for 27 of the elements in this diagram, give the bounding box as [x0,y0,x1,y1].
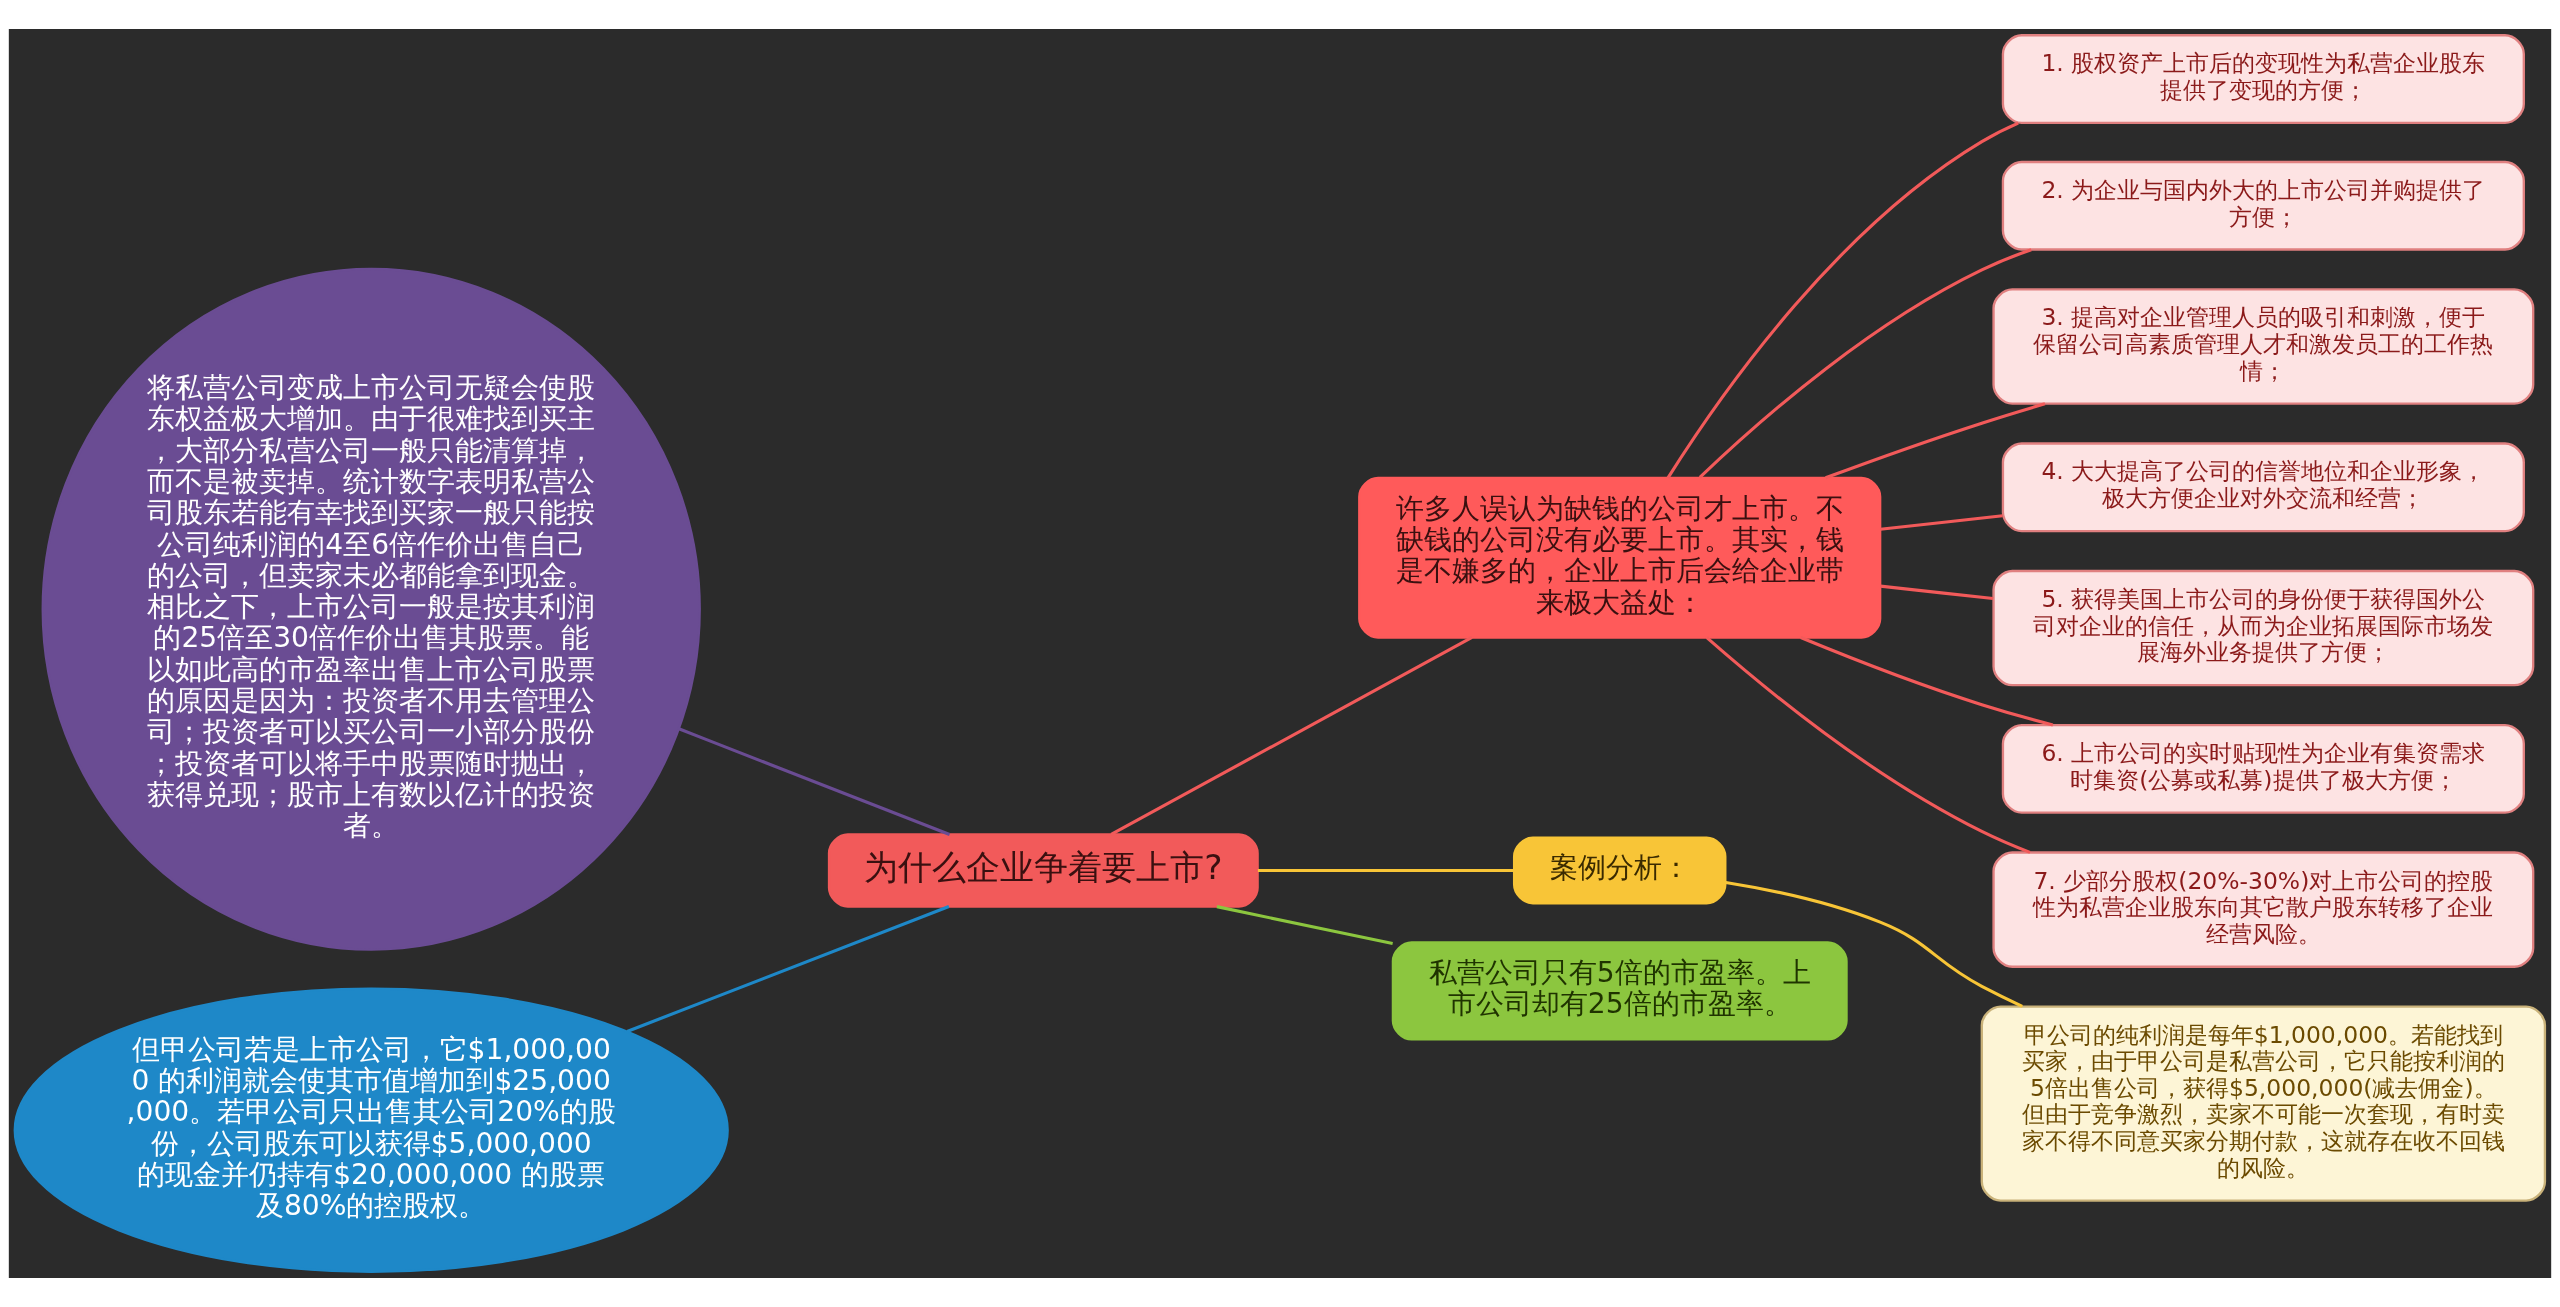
connector [1880,584,1994,601]
connector [1705,636,2031,854]
node-box: 1. 股权资产上市后的变现性为私营企业股东提供了变现的方便； [2001,34,2525,125]
connector [678,727,951,836]
node-box: 5. 获得美国上市公司的身份便于获得国外公司对企业的信任，从而为企业拓展国际市场发展海外业务提供了方便； [1992,569,2535,687]
node-box: 7. 少部分股权(20%-30%)对上市公司的控股性为私营企业股东向其它散户股东转移了企业经营风险。 [1992,851,2535,968]
connector [626,905,950,1033]
connector [1800,636,2054,727]
connector [1257,868,1514,873]
connector [1698,248,2032,479]
connector [1725,880,2023,1008]
node-box: 4. 大大提高了公司的信誉地位和企业形象，极大方便企业对外交流和经营； [2001,442,2525,533]
node-box: 许多人误认为缺钱的公司才上市。不缺钱的公司没有必要上市。其实，钱是不嫌多的，企业上市后会给企业带来极大益处： [1358,476,1882,639]
node-box: 为什么企业争着要上市? [827,833,1259,908]
node-box: 私营公司只有5倍的市盈率。上市公司却有25倍的市盈率。 [1391,941,1848,1041]
connector [1666,121,2019,479]
node-box: 甲公司的纯利润是每年$1,000,000。若能找到买家，由于甲公司是私营公司，它只能按利润的5倍出售公司，获得$5,000,000(减去佣金)。但由于竞争激烈，卖家不可能一次套现，有时卖家不得不同意买家分期付款，这就存在收不回钱的风险。 [1980,1005,2547,1202]
node-box: 2. 为企业与国内外大的上市公司并购提供了方便； [2001,160,2525,251]
connector [1825,402,2046,480]
node-circle: 将私营公司变成上市公司无疑会使股东权益极大增加。由于很难找到买主，大部分私营公司一般只能清算掉，而不是被卖掉。统计数字表明私营公司股东若能有幸找到买家一般只能按公司纯利润的4至6倍作价出售自己的公司，但卖家未必都能拿到现金。相比之下，上市公司一般是按其利润的25倍至30倍作价出售其股票。能以如此高的市盈率出售上市公司股票的原因是因为：投资者不用去管理公司；投资者可以买公司一小部分股份；投资者可以将手中股票随时抛出，获得兑现；股市上有数以亿计的投资者。 [41,267,701,951]
node-box: 案例分析： [1512,836,1727,905]
node-box: 6. 上市公司的实时贴现性为企业有集资需求时集资(公募或私募)提供了极大方便； [2001,723,2525,814]
node-box: 3. 提高对企业管理人员的吸引和刺激，便于保留公司高素质管理人才和激发员工的工作热情； [1992,288,2535,405]
connector [1880,514,2003,531]
connector [1110,636,1473,836]
connector [1216,905,1393,946]
node-ellipse: 但甲公司若是上市公司，它$1,000,000 的利润就会使其市值增加到$25,000,000。若甲公司只出售其公司20%的股份，公司股东可以获得$5,000,000 的现金并仍持有$20,000,000 的股票及80%的控股权。 [13,987,729,1273]
